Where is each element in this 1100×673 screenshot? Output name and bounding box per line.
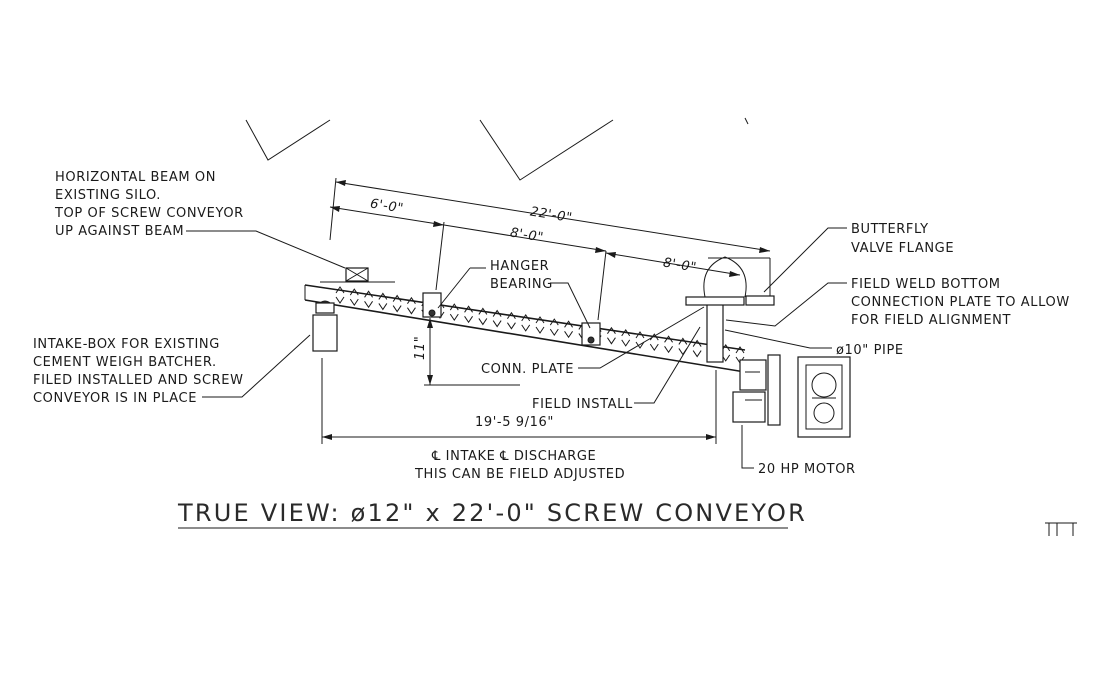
dim-six-ft-label: 6'-0" <box>369 197 405 217</box>
dim-overall-label: 22'-0" <box>529 205 573 226</box>
field-install-note: FIELD INSTALL <box>532 326 701 412</box>
screw-flight <box>464 305 473 313</box>
screw-flight <box>521 324 531 332</box>
screw-flight <box>607 337 616 345</box>
screw-flight <box>678 337 688 345</box>
field-weld-line-1: FIELD WELD BOTTOM <box>851 277 1001 292</box>
intake-note-line-3: FILED INSTALLED AND SCREW <box>33 373 244 388</box>
dimension-six-ft: 6'-0" <box>329 197 445 291</box>
screw-flight <box>535 326 545 334</box>
dim-rise-label: 11" <box>413 336 428 360</box>
screw-flight <box>535 316 545 324</box>
hanger-bearing-1 <box>422 292 442 318</box>
screw-flight <box>621 328 631 337</box>
centerline-line-2: THIS CAN BE FIELD ADJUSTED <box>414 467 625 482</box>
screw-flight <box>492 320 502 328</box>
motor-label: 20 HP MOTOR <box>758 462 856 477</box>
screw-flight <box>478 307 488 315</box>
screw-flight <box>635 341 645 349</box>
screw-flight <box>335 286 345 294</box>
field-weld-line-2: CONNECTION PLATE TO ALLOW <box>851 295 1070 310</box>
conn-plate-note: CONN. PLATE <box>481 306 705 377</box>
screw-flight <box>378 303 388 311</box>
field-weld-note: FIELD WELD BOTTOM CONNECTION PLATE TO AL… <box>725 277 1070 328</box>
screw-flight <box>664 335 673 343</box>
screw-flight <box>378 292 388 300</box>
butterfly-note: BUTTERFLY VALVE FLANGE <box>763 222 954 293</box>
screw-flight <box>649 343 659 352</box>
screw-flight <box>735 346 745 354</box>
screw-flight <box>607 326 616 334</box>
intake-note: INTAKE-BOX FOR EXISTING CEMENT WEIGH BAT… <box>33 334 311 406</box>
screw-flight <box>664 346 673 354</box>
screw-flight <box>449 313 459 322</box>
centerline-line-1: ℄ INTAKE ℄ DISCHARGE <box>431 449 596 464</box>
dimension-horizontal: 19'-5 9/16" <box>321 358 717 444</box>
screw-flight <box>549 318 559 326</box>
conveyor-trough <box>304 284 746 373</box>
screw-flight <box>349 298 359 307</box>
screw-flight <box>507 322 516 330</box>
beam-note: HORIZONTAL BEAM ON EXISTING SILO. TOP OF… <box>54 170 346 269</box>
butterfly-note-line-2: VALVE FLANGE <box>851 241 954 256</box>
butterfly-note-line-1: BUTTERFLY <box>851 222 929 237</box>
screw-flight <box>407 296 416 304</box>
intake-note-line-4: CONVEYOR IS IN PLACE <box>33 391 197 406</box>
motor-assembly <box>732 354 781 426</box>
dim-eight-ft-a-label: 8'-0" <box>509 226 545 246</box>
screw-flight <box>521 313 531 322</box>
screw-flight <box>407 307 416 315</box>
hanger-note-line-1: HANGER <box>490 259 549 274</box>
screw-flight <box>364 301 373 309</box>
corner-mark <box>1045 522 1077 536</box>
screw-flight <box>692 350 702 358</box>
screw-flight <box>692 339 702 347</box>
dimension-overall: 22'-0" <box>329 177 771 253</box>
silo-outline-fragments <box>245 117 749 181</box>
discharge-pipe <box>685 256 775 363</box>
dimension-eight-ft-b: 8'-0" <box>605 252 741 277</box>
screw-flight <box>464 316 473 324</box>
beam-note-line-3: TOP OF SCREW CONVEYOR <box>54 206 244 221</box>
hanger-note-line-2: BEARING <box>490 277 553 292</box>
screw-flight <box>335 296 345 304</box>
beam-note-line-1: HORIZONTAL BEAM ON <box>55 170 216 185</box>
screw-flight <box>478 318 488 326</box>
horizontal-beam-symbol <box>320 267 395 283</box>
dim-eight-ft-b-label: 8'-0" <box>662 256 698 276</box>
screw-flight <box>492 309 502 317</box>
conn-plate-label: CONN. PLATE <box>481 362 574 377</box>
hanger-note: HANGER BEARING <box>437 259 591 329</box>
screw-flight <box>392 305 402 313</box>
screw-flight <box>549 328 559 337</box>
dimension-eight-ft-a: 8'-0" <box>443 224 607 321</box>
screw-flight <box>621 339 631 347</box>
screw-flight <box>564 320 573 328</box>
field-install-label: FIELD INSTALL <box>532 397 633 412</box>
hanger-bearing-2 <box>581 322 601 346</box>
centerline-note: ℄ INTAKE ℄ DISCHARGE THIS CAN BE FIELD A… <box>414 449 625 482</box>
drawing-title: TRUE VIEW: ø12" x 22'-0" SCREW CONVEYOR <box>177 499 807 527</box>
field-weld-line-3: FOR FIELD ALIGNMENT <box>851 313 1011 328</box>
intake-box <box>312 300 338 352</box>
pipe-note: ø10" PIPE <box>724 329 904 358</box>
screw-flight <box>392 294 402 302</box>
screw-flight <box>349 288 359 296</box>
motor-nameplate <box>797 356 851 438</box>
pipe-label: ø10" PIPE <box>836 343 904 358</box>
motor-note: 20 HP MOTOR <box>741 425 856 477</box>
screw-flight <box>564 331 573 339</box>
screw-flight <box>507 311 516 319</box>
dim-horizontal-label: 19'-5 9/16" <box>475 415 554 430</box>
beam-note-line-2: EXISTING SILO. <box>55 188 161 203</box>
screw-flight <box>449 303 459 311</box>
beam-note-line-4: UP AGAINST BEAM <box>55 224 184 239</box>
intake-note-line-2: CEMENT WEIGH BATCHER. <box>33 355 217 370</box>
intake-note-line-1: INTAKE-BOX FOR EXISTING <box>33 337 220 352</box>
screw-flight <box>635 331 645 339</box>
dimension-rise: 11" <box>413 318 520 386</box>
screw-flight <box>364 290 373 298</box>
